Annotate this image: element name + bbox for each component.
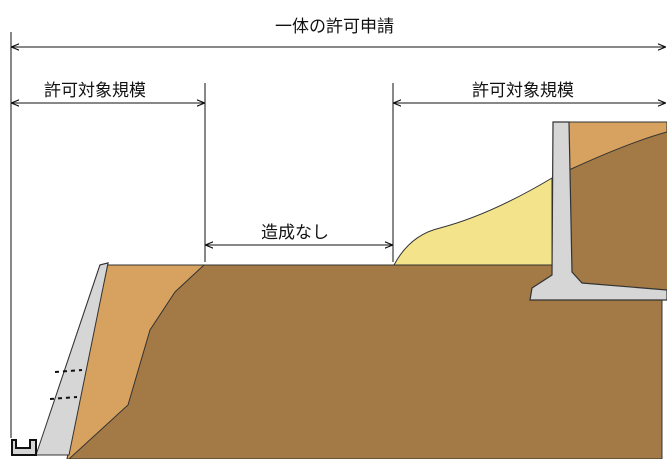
left-wall-face xyxy=(35,262,109,456)
right-retaining-wall xyxy=(529,121,667,301)
left-fill-soil xyxy=(66,264,206,459)
left-span-label: 許可対象規模 xyxy=(44,81,146,101)
drainage-gutter xyxy=(11,439,37,456)
sand-mound xyxy=(393,177,553,266)
middle-span-label: 造成なし xyxy=(261,223,329,243)
ground-behind-wall xyxy=(569,128,667,293)
title-label: 一体の許可申請 xyxy=(275,17,394,37)
right-span-label: 許可対象規模 xyxy=(472,81,574,101)
